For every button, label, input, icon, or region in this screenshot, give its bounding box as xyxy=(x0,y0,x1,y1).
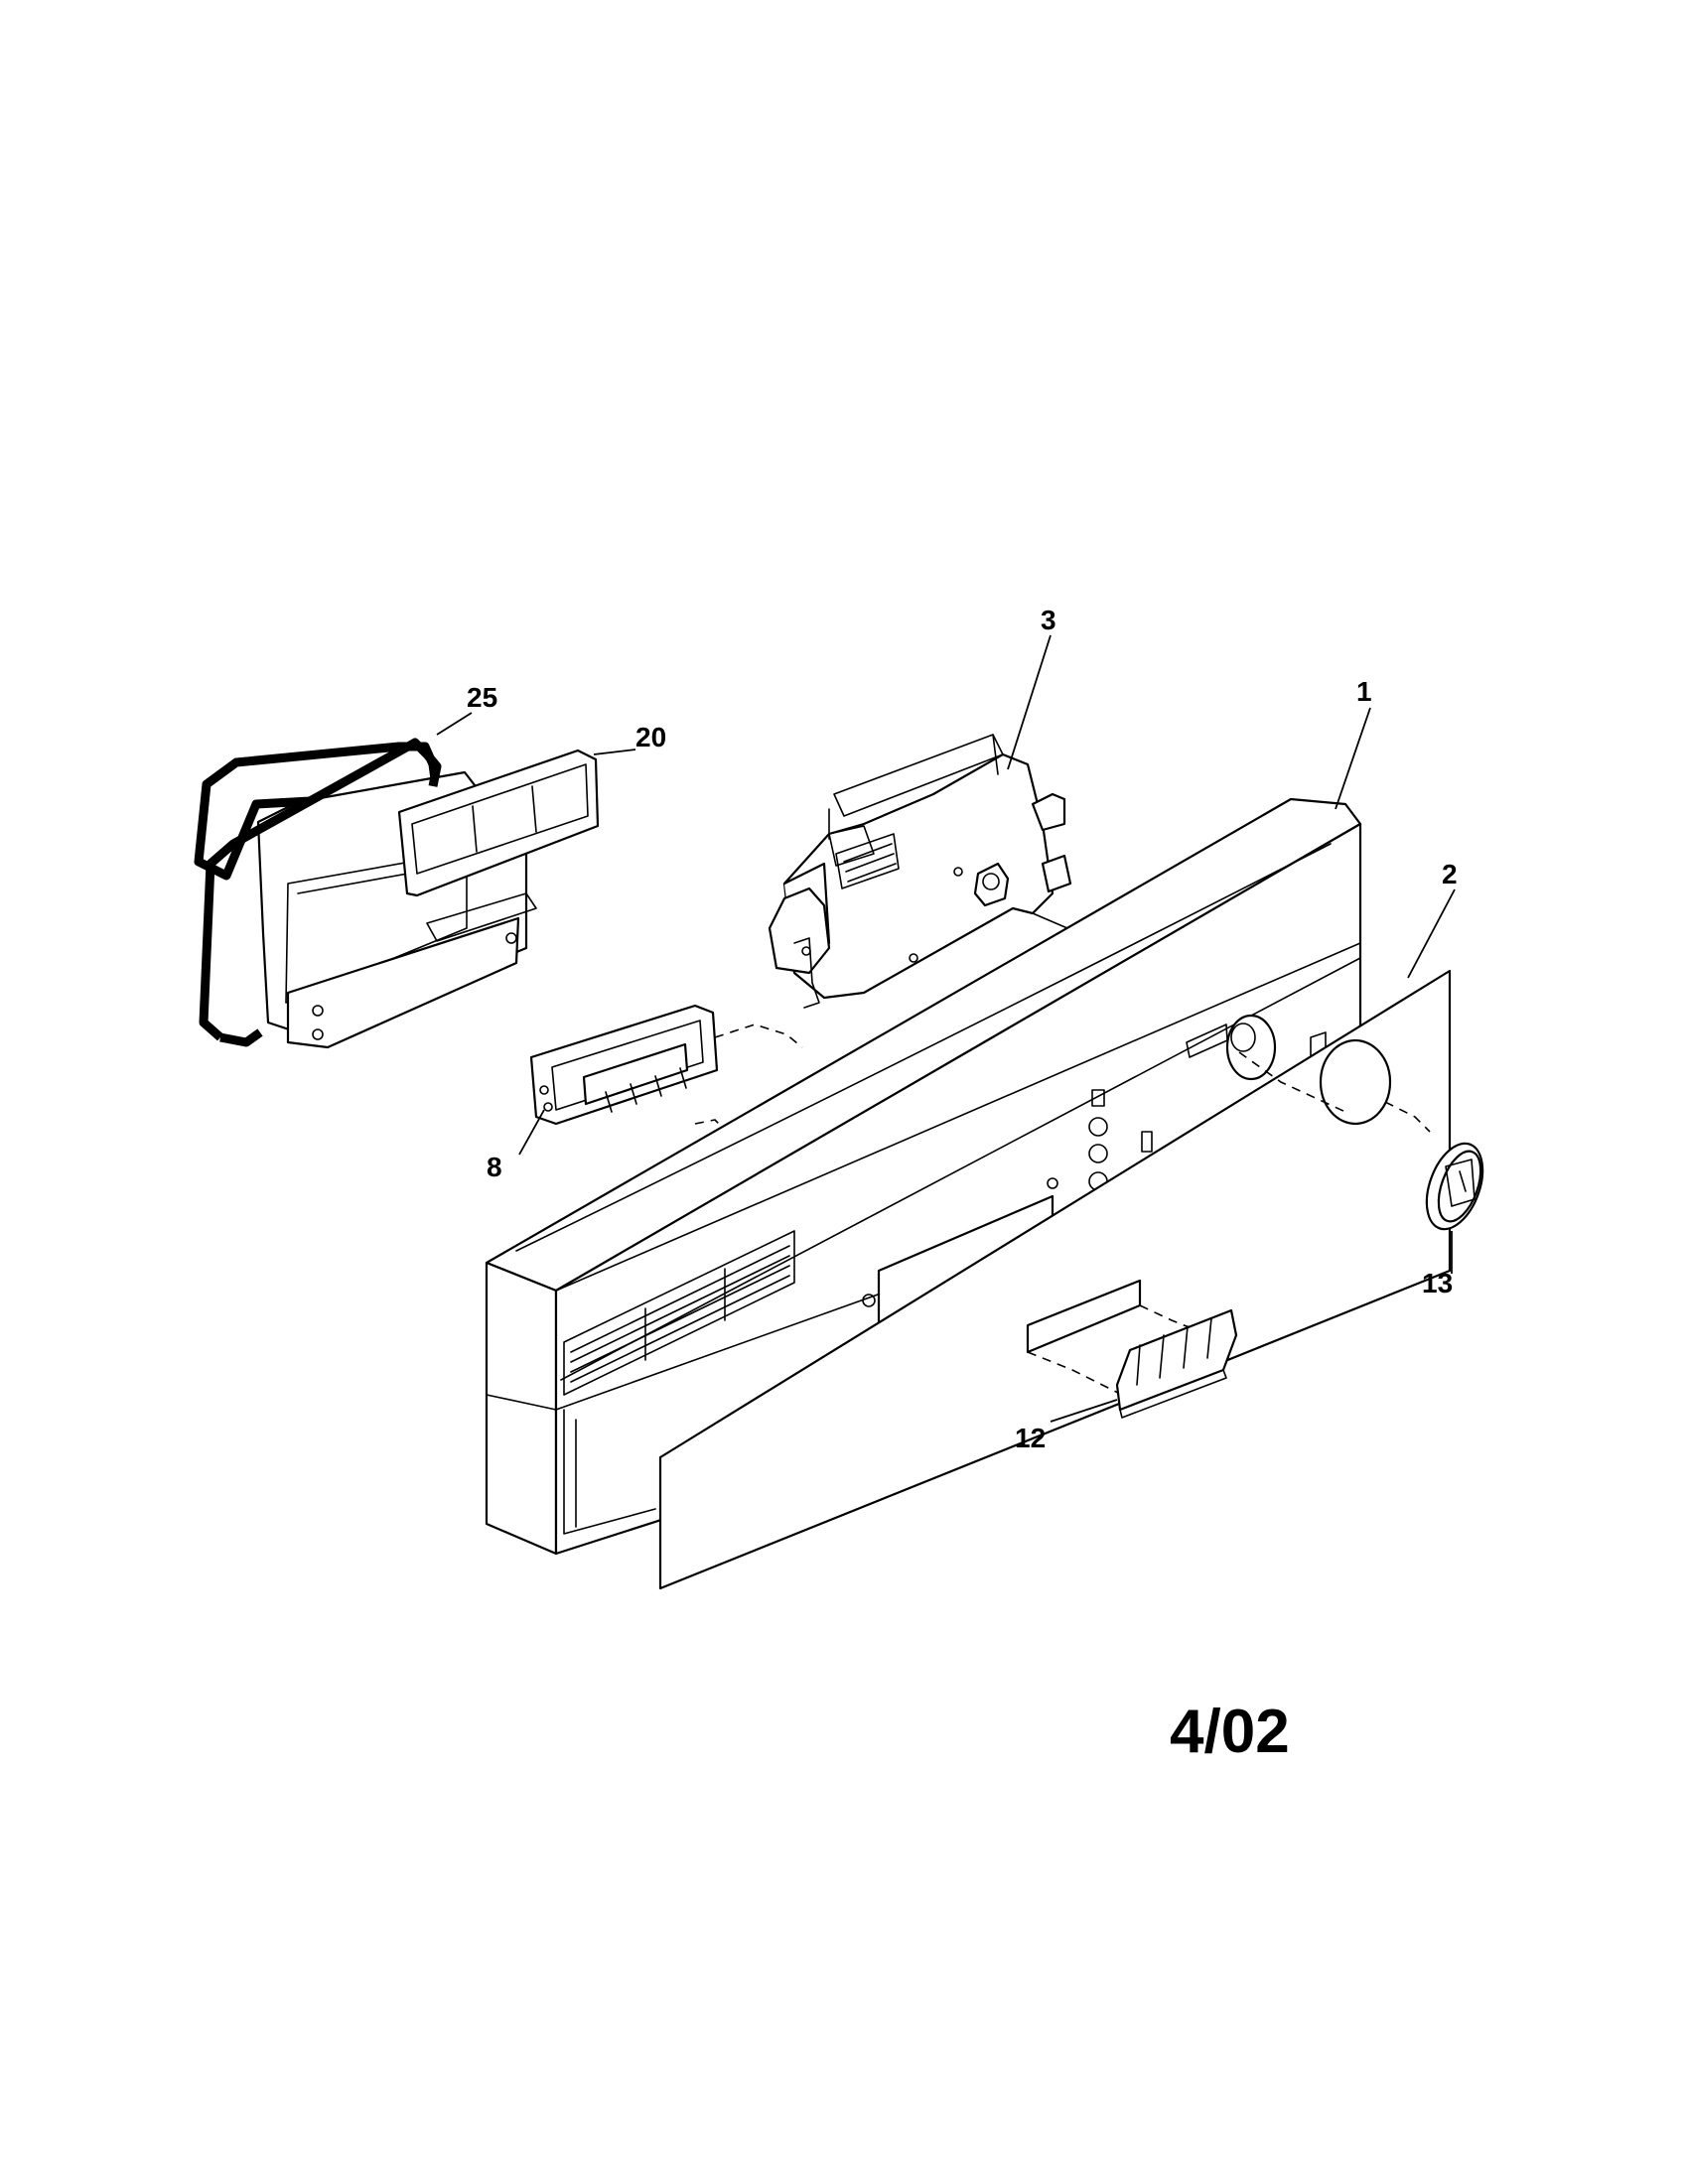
callout-25: 25 xyxy=(467,682,497,713)
timer-part-3 xyxy=(768,734,1072,1009)
callout-13: 13 xyxy=(1422,1268,1453,1298)
knob-part-13 xyxy=(1425,1142,1484,1231)
callout-1: 1 xyxy=(1356,676,1372,707)
grille-vents xyxy=(563,1230,795,1396)
callout-labels: 3 1 25 20 2 8 13 12 xyxy=(467,605,1458,1453)
console-panel-part-1 xyxy=(485,797,1362,1556)
overlay-panel-part-2 xyxy=(658,969,1452,1590)
callout-20: 20 xyxy=(635,722,666,752)
pushbutton-strip-part-12 xyxy=(1027,1304,1238,1419)
gasket-ring xyxy=(199,738,442,1047)
switch-part-8 xyxy=(529,1004,803,1131)
callout-8: 8 xyxy=(487,1152,502,1182)
leader-lines xyxy=(436,634,1456,1423)
callout-2: 2 xyxy=(1442,859,1458,889)
callout-3: 3 xyxy=(1041,605,1056,635)
callout-12: 12 xyxy=(1015,1423,1046,1453)
revision-date-stamp: 4/02 xyxy=(1170,1698,1290,1766)
filter-housing-part-20 xyxy=(256,749,600,1049)
